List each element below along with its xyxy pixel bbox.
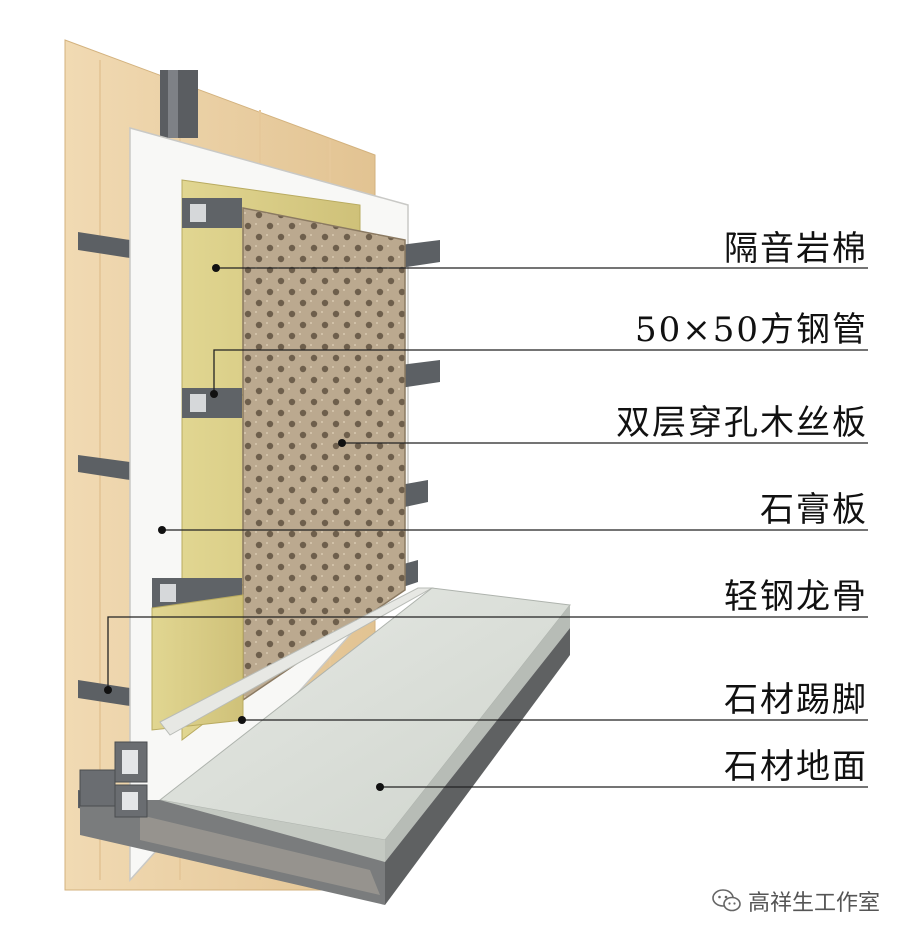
leader-dots bbox=[104, 264, 384, 791]
label-square-steel-tube: 50×50方钢管 bbox=[634, 310, 868, 350]
label-gypsum-board: 石膏板 bbox=[760, 490, 868, 530]
wechat-icon bbox=[712, 889, 741, 912]
label-light-steel-keel: 轻钢龙骨 bbox=[724, 577, 868, 617]
perforated-wood-wool-board-panel bbox=[242, 207, 406, 702]
watermark-text: 高祥生工作室 bbox=[748, 891, 881, 916]
steel-post bbox=[160, 70, 198, 138]
label-stone-skirting: 石材踢脚 bbox=[724, 680, 868, 720]
label-soundproof-rockwool: 隔音岩棉 bbox=[724, 229, 868, 269]
label-stone-floor: 石材地面 bbox=[724, 747, 868, 787]
watermark: 高祥生工作室 bbox=[712, 885, 880, 917]
leader-lines bbox=[107, 267, 868, 788]
label-perforated-wood-wool-board: 双层穿孔木丝板 bbox=[616, 403, 868, 443]
